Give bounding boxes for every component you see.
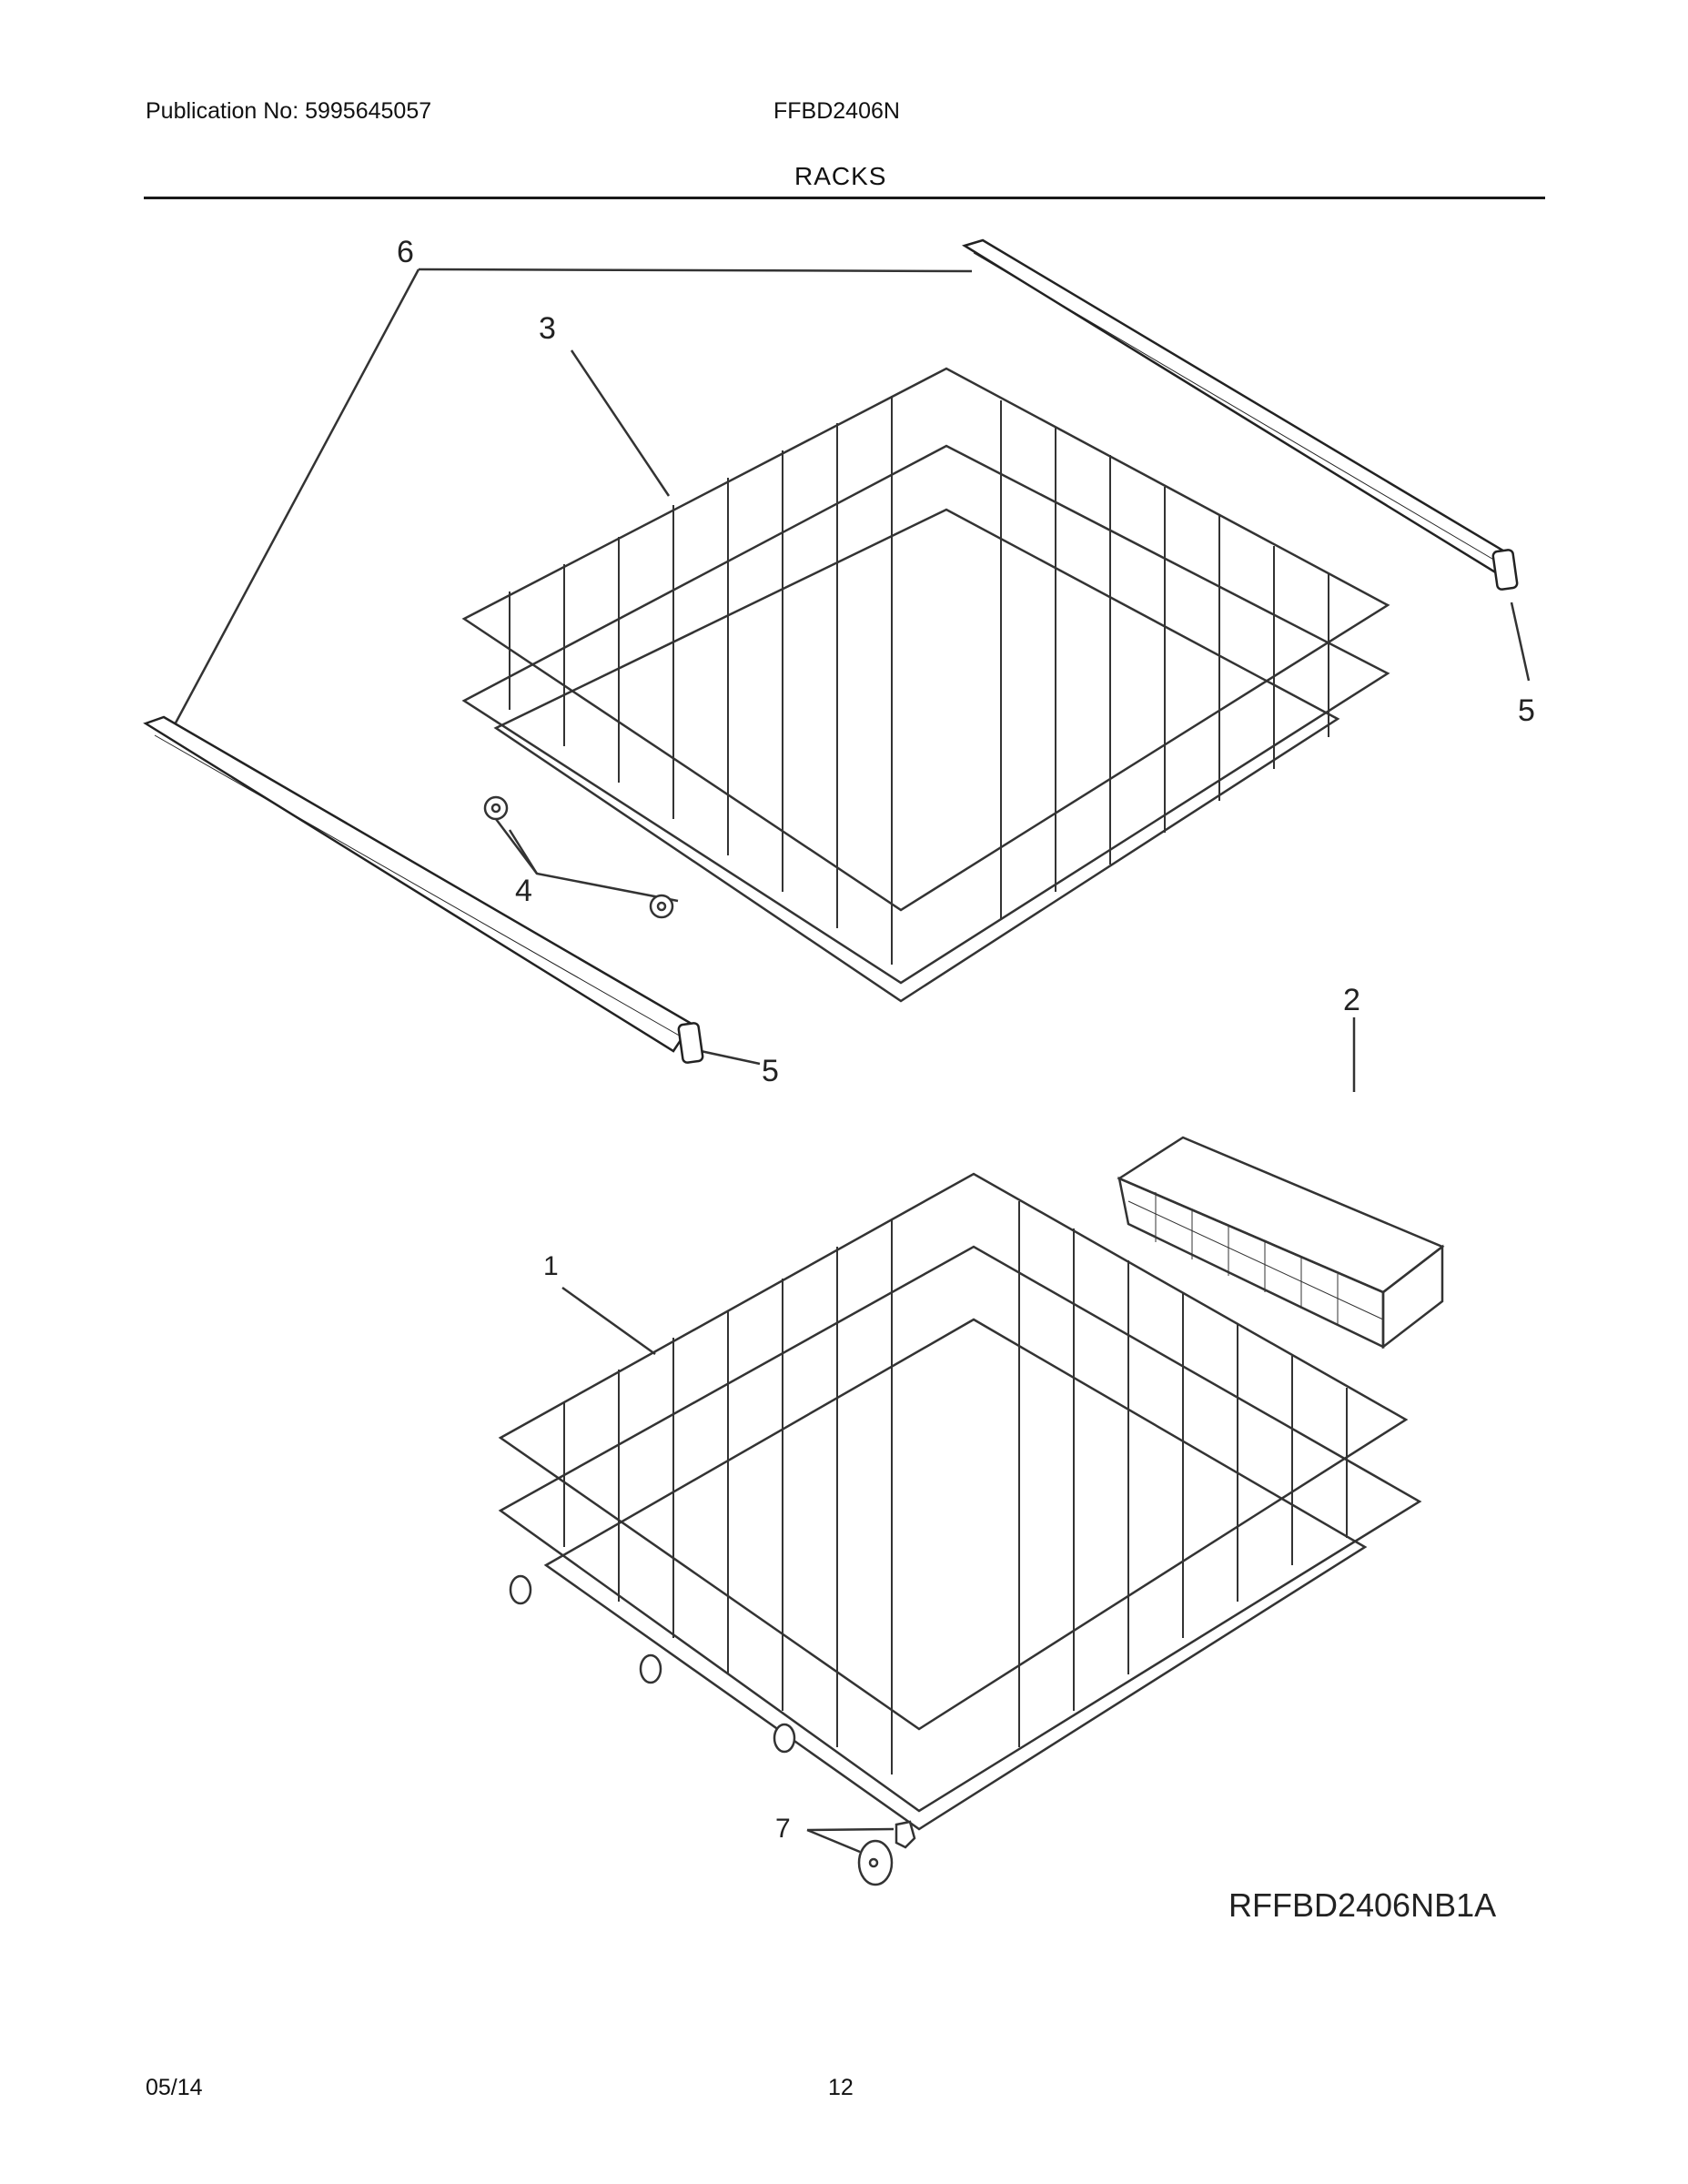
model-number: FFBD2406N	[773, 98, 900, 124]
callout-5-rear: 5	[1518, 693, 1535, 728]
header-divider	[144, 197, 1545, 199]
leader-3	[570, 349, 671, 497]
callout-7: 7	[775, 1814, 791, 1844]
leader-5a	[1510, 602, 1531, 682]
callout-2: 2	[1343, 983, 1360, 1017]
rail-front	[143, 715, 704, 1064]
leader-1	[561, 1286, 656, 1356]
rail-rear	[961, 238, 1519, 591]
leader-5b	[700, 1049, 761, 1066]
lower-rack	[498, 1172, 1422, 1831]
callout-6: 6	[397, 235, 414, 269]
leader-7a	[806, 1827, 895, 1832]
silverware-basket	[1117, 1136, 1445, 1350]
wheel-and-clip	[857, 1820, 916, 1886]
page-number: 12	[828, 2075, 854, 2100]
diagram-code: RFFBD2406NB1A	[1228, 1886, 1497, 1924]
publication-number: Publication No: 5995645057	[146, 98, 432, 124]
footer-date: 05/14	[146, 2075, 203, 2100]
callout-5-front: 5	[762, 1054, 779, 1088]
callout-1: 1	[543, 1251, 559, 1281]
section-title: RACKS	[794, 162, 887, 190]
callout-4: 4	[515, 874, 532, 908]
leader-6	[418, 268, 973, 273]
upper-rack	[461, 367, 1390, 1003]
callout-3: 3	[539, 311, 556, 346]
